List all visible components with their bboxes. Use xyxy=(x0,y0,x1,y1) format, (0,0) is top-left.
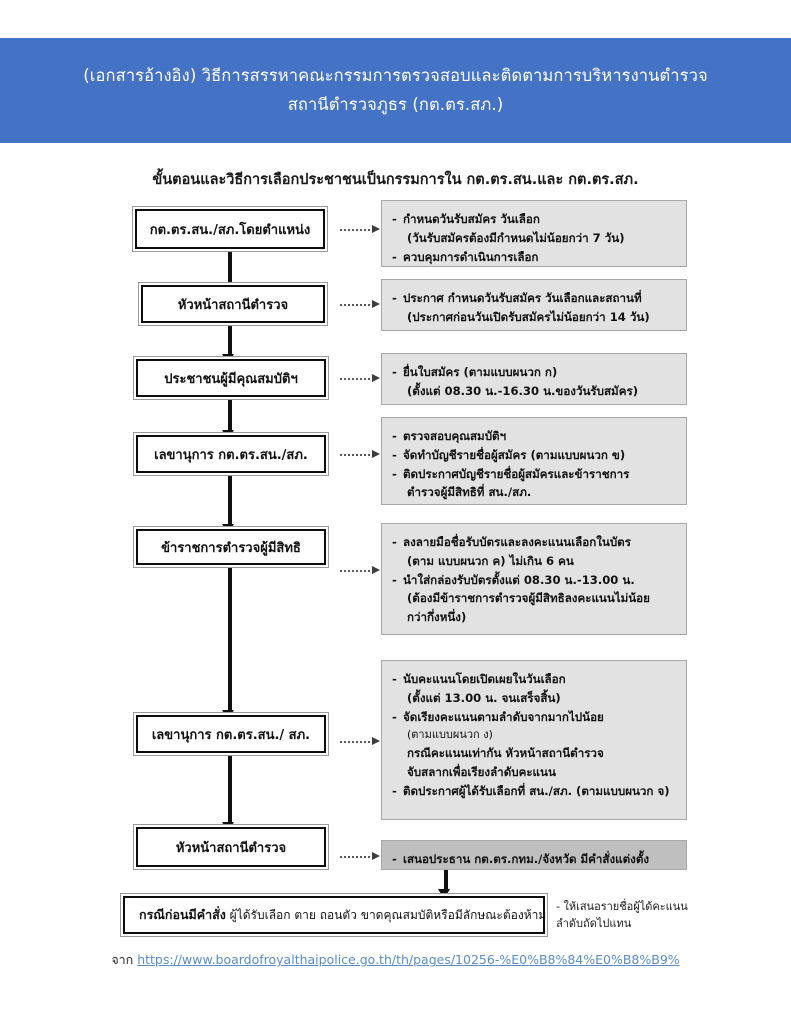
info-panel-5-item-0: ลงลายมือชื่อรับบัตรและลงคะแนนเลือกในบัตร xyxy=(390,533,676,552)
info-panel-1-item-0: กำหนดวันรับสมัคร วันเลือก xyxy=(390,210,676,229)
info-panel-6-item-5: จับสลากเพื่อเรียงลำดับคะแนน xyxy=(407,764,556,779)
info-panel-1-item-1: (วันรับสมัครต้องมีกำหนดไม่น้อยกว่า 7 วัน… xyxy=(407,230,625,245)
info-panel-4-item-0: ตรวจสอบคุณสมบัติฯ xyxy=(390,427,676,446)
info-panel-7-item-0: เสนอประธาน กต.ตร.กทม./จังหวัด มีคำสั่งแต… xyxy=(390,850,676,869)
case-box-side-note-line-2: ลำดับถัดไปแทน xyxy=(556,917,632,931)
connector-line-4-5 xyxy=(228,476,232,526)
info-panel-6-item-3: (ตามแบบผนวก ง) xyxy=(407,728,493,742)
info-panel-6-item-1: (ตั้งแต่ 13.00 น. จนเสร็จสิ้น) xyxy=(407,690,561,705)
info-panel-4: ตรวจสอบคุณสมบัติฯ จัดทำบัญชีรายชื่อผู้สม… xyxy=(381,417,687,505)
info-panel-5-list: ลงลายมือชื่อรับบัตรและลงคะแนนเลือกในบัตร… xyxy=(390,533,676,627)
flow-node-3-frame: ประชาชนผู้มีคุณสมบัติฯ xyxy=(136,359,326,397)
dotted-connector-2 xyxy=(340,304,374,306)
flow-node-5[interactable]: ข้าราชการตำรวจผู้มีสิทธิ xyxy=(133,526,329,568)
case-box-rest-text: ผู้ได้รับเลือก ตาย ถอนตัว ขาดคุณสมบัติหร… xyxy=(225,908,547,922)
case-box-side-note: - ให้เสนอรายชื่อผู้ได้คะแนน ลำดับถัดไปแท… xyxy=(556,898,706,932)
dotted-arrow-7 xyxy=(372,852,380,860)
info-panel-5-item-1: (ตาม แบบผนวก ค) ไม่เกิน 6 คน xyxy=(407,553,574,568)
flowchart: กต.ตร.สน./สภ.โดยตำแหน่ง หัวหน้าสถานีตำรว… xyxy=(0,196,791,946)
flow-node-6-frame: เลขานุการ กต.ตร.สน./ สภ. xyxy=(136,715,326,753)
header-title-line-1: (เอกสารอ้างอิง) วิธีการสรรหาคณะกรรมการตร… xyxy=(83,65,708,85)
flow-node-7-label: หัวหน้าสถานีตำรวจ xyxy=(175,840,287,856)
flow-node-5-label: ข้าราชการตำรวจผู้มีสิทธิ xyxy=(161,540,301,556)
info-panel-4-item-1: จัดทำบัญชีรายชื่อผู้สมัคร (ตามแบบผนวก ข) xyxy=(390,446,676,465)
info-panel-2-item-0: ประกาศ กำหนดวันรับสมัคร วันเลือกและสถานท… xyxy=(390,289,676,308)
info-panel-1-list: กำหนดวันรับสมัคร วันเลือก (วันรับสมัครต้… xyxy=(390,210,676,266)
info-panel-5-item-4: กว่ากึ่งหนึ่ง) xyxy=(407,610,467,625)
info-panel-1: กำหนดวันรับสมัคร วันเลือก (วันรับสมัครต้… xyxy=(381,200,687,267)
connector-line-6-7 xyxy=(228,756,232,824)
connector-line-5-6 xyxy=(228,568,232,712)
info-panel-3: ยื่นใบสมัคร (ตามแบบผนวก ก) (ตั้งแต่ 08.3… xyxy=(381,353,687,405)
flow-node-case-box-label: กรณีก่อนมีคำสั่ง ผู้ได้รับเลือก ตาย ถอนต… xyxy=(125,905,552,925)
flow-node-1[interactable]: กต.ตร.สน./สภ.โดยตำแหน่ง xyxy=(132,206,328,252)
flow-node-2[interactable]: หัวหน้าสถานีตำรวจ xyxy=(138,282,328,326)
dotted-connector-3 xyxy=(340,378,374,380)
flow-node-6[interactable]: เลขานุการ กต.ตร.สน./ สภ. xyxy=(133,712,329,756)
flow-node-3-label: ประชาชนผู้มีคุณสมบัติฯ xyxy=(164,371,298,387)
case-box-bold-text: กรณีก่อนมีคำสั่ง xyxy=(139,907,226,922)
flow-node-case-box-frame: กรณีก่อนมีคำสั่ง ผู้ได้รับเลือก ตาย ถอนต… xyxy=(123,896,546,934)
info-panel-6-list: นับคะแนนโดยเปิดเผยในวันเลือก (ตั้งแต่ 13… xyxy=(390,670,676,801)
info-panel-5-item-3: (ต้องมีข้าราชการตำรวจผู้มีสิทธิลงคะแนนไม… xyxy=(407,591,650,606)
info-panel-6-item-2: จัดเรียงคะแนนตามลำดับจากมากไปน้อย xyxy=(390,708,676,727)
dotted-arrow-2 xyxy=(372,300,380,308)
flow-node-6-label: เลขานุการ กต.ตร.สน./ สภ. xyxy=(151,727,311,743)
info-panel-5-item-2: นำใส่กล่องรับบัตรตั้งแต่ 08.30 น.-13.00 … xyxy=(390,571,676,590)
dotted-arrow-6 xyxy=(372,737,380,745)
dotted-arrow-5 xyxy=(372,566,380,574)
page-subtitle: ขั้นตอนและวิธีการเลือกประชาชนเป็นกรรมการ… xyxy=(152,172,639,188)
info-panel-5: ลงลายมือชื่อรับบัตรและลงคะแนนเลือกในบัตร… xyxy=(381,523,687,635)
flow-node-1-frame: กต.ตร.สน./สภ.โดยตำแหน่ง xyxy=(135,209,325,249)
flow-node-1-label: กต.ตร.สน./สภ.โดยตำแหน่ง xyxy=(149,222,311,238)
info-panel-2: ประกาศ กำหนดวันรับสมัคร วันเลือกและสถานท… xyxy=(381,279,687,331)
info-panel-4-list: ตรวจสอบคุณสมบัติฯ จัดทำบัญชีรายชื่อผู้สม… xyxy=(390,427,676,502)
source-url-link[interactable]: https://www.boardofroyalthaipolice.go.th… xyxy=(137,952,680,967)
flow-node-4-label: เลขานุการ กต.ตร.สน./สภ. xyxy=(154,447,308,463)
info-panel-2-item-1: (ประกาศก่อนวันเปิดรับสมัครไม่น้อยกว่า 14… xyxy=(407,309,650,324)
dotted-connector-6 xyxy=(340,741,374,743)
flow-node-4-frame: เลขานุการ กต.ตร.สน./สภ. xyxy=(136,435,326,473)
info-panel-3-list: ยื่นใบสมัคร (ตามแบบผนวก ก) (ตั้งแต่ 08.3… xyxy=(390,363,676,401)
info-panel-6-item-6: ติดประกาศผู้ได้รับเลือกที่ สน./สภ. (ตามแ… xyxy=(390,782,676,801)
flow-node-2-label: หัวหน้าสถานีตำรวจ xyxy=(177,297,289,313)
case-box-side-note-line-1: - ให้เสนอรายชื่อผู้ได้คะแนน xyxy=(556,900,688,913)
connector-line-1-2 xyxy=(228,252,232,284)
info-panel-7-list: เสนอประธาน กต.ตร.กทม./จังหวัด มีคำสั่งแต… xyxy=(390,850,676,869)
flow-node-case-box[interactable]: กรณีก่อนมีคำสั่ง ผู้ได้รับเลือก ตาย ถอนต… xyxy=(120,893,548,937)
dotted-arrow-3 xyxy=(372,374,380,382)
flow-node-7[interactable]: หัวหน้าสถานีตำรวจ xyxy=(133,824,329,870)
flow-node-4[interactable]: เลขานุการ กต.ตร.สน./สภ. xyxy=(133,432,329,476)
info-panel-7: เสนอประธาน กต.ตร.กทม./จังหวัด มีคำสั่งแต… xyxy=(381,840,687,870)
dotted-arrow-1 xyxy=(372,225,380,233)
source-prefix: จาก xyxy=(111,952,138,967)
info-panel-4-item-3: ตำรวจผู้มีสิทธิที่ สน./สภ. xyxy=(407,485,532,500)
flow-node-7-frame: หัวหน้าสถานีตำรวจ xyxy=(136,827,326,867)
info-panel-6-item-0: นับคะแนนโดยเปิดเผยในวันเลือก xyxy=(390,670,676,689)
info-panel-2-list: ประกาศ กำหนดวันรับสมัคร วันเลือกและสถานท… xyxy=(390,289,676,327)
connector-line-2-3 xyxy=(228,326,232,356)
header-title-line-2: สถานีตำรวจภูธร (กต.ตร.สภ.) xyxy=(287,94,504,114)
info-panel-3-item-0: ยื่นใบสมัคร (ตามแบบผนวก ก) xyxy=(390,363,676,382)
info-panel-4-item-2: ติดประกาศบัญชีรายชื่อผู้สมัครและข้าราชกา… xyxy=(390,465,676,484)
info-panel-1-item-2: ควบคุมการดำเนินการเลือก xyxy=(390,248,676,267)
flow-node-5-frame: ข้าราชการตำรวจผู้มีสิทธิ xyxy=(136,529,326,565)
dotted-connector-1 xyxy=(340,229,374,231)
dotted-connector-4 xyxy=(340,454,374,456)
flow-node-2-frame: หัวหน้าสถานีตำรวจ xyxy=(141,285,325,323)
dotted-connector-5 xyxy=(340,570,374,572)
flow-node-3[interactable]: ประชาชนผู้มีคุณสมบัติฯ xyxy=(133,356,329,400)
connector-line-panel7-casebox xyxy=(444,869,448,891)
info-panel-3-item-1: (ตั้งแต่ 08.30 น.-16.30 น.ของวันรับสมัคร… xyxy=(407,383,638,398)
connector-line-3-4 xyxy=(228,400,232,432)
header-banner: (เอกสารอ้างอิง) วิธีการสรรหาคณะกรรมการตร… xyxy=(0,38,791,143)
dotted-connector-7 xyxy=(340,856,374,858)
source-line: จาก https://www.boardofroyalthaipolice.g… xyxy=(0,950,791,970)
dotted-arrow-4 xyxy=(372,450,380,458)
info-panel-6-item-4: กรณีคะแนนเท่ากัน หัวหน้าสถานีตำรวจ xyxy=(407,746,604,761)
info-panel-6: นับคะแนนโดยเปิดเผยในวันเลือก (ตั้งแต่ 13… xyxy=(381,660,687,820)
